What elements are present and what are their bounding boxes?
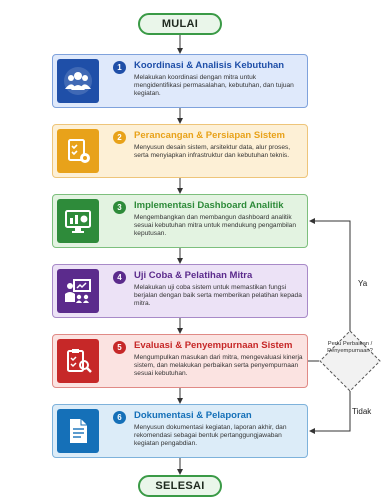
step-5-title: Evaluasi & Penyempurnaan Sistem xyxy=(134,340,293,351)
step-4-number: 4 xyxy=(113,271,126,284)
step-2-box: 2 Perancangan & Persiapan Sistem Menyusu… xyxy=(52,124,308,178)
decision-diamond xyxy=(319,330,381,392)
step-2-icon-tile xyxy=(57,129,99,173)
decision-no-label: Tidak xyxy=(352,407,372,416)
step-4-description: Melakukan uji coba sistem untuk memastik… xyxy=(134,284,302,308)
step-4-box: 4 Uji Coba & Pelatihan Mitra Melakukan u… xyxy=(52,264,308,318)
step-6-description: Menyusun dokumentasi kegiatan, laporan a… xyxy=(134,424,287,448)
step-1-number: 1 xyxy=(113,61,126,74)
start-terminal: MULAI xyxy=(138,13,222,35)
step-5-icon-tile xyxy=(57,339,99,383)
step-2-description: Menyusun desain sistem, arsitektur data,… xyxy=(134,144,291,160)
arrow-decision-no xyxy=(309,391,351,434)
end-terminal: SELESAI xyxy=(138,475,222,497)
step-1-title: Koordinasi & Analisis Kebutuhan xyxy=(134,60,285,71)
step-6-icon-tile xyxy=(57,409,99,453)
step-6-number: 6 xyxy=(113,411,126,424)
step-3-box: 3 Implementasi Dashboard Analitik Mengem… xyxy=(52,194,308,248)
step-2-title: Perancangan & Persiapan Sistem xyxy=(134,130,286,141)
step-1-box: 1 Koordinasi & Analisis Kebutuhan Melaku… xyxy=(52,54,308,108)
step-4-icon-tile xyxy=(57,269,99,313)
step-5-number: 5 xyxy=(113,341,126,354)
step-1-description: Melakukan koordinasi dengan mitra untuk … xyxy=(134,74,294,98)
step-6-title: Dokumentasi & Pelaporan xyxy=(134,410,252,421)
step-5-description: Mengumpulkan masukan dari mitra, mengeva… xyxy=(134,354,303,378)
arrow-decision-yes xyxy=(309,218,351,331)
step-4-title: Uji Coba & Pelatihan Mitra xyxy=(134,270,253,281)
presentation-training-icon xyxy=(65,279,91,303)
document-icon xyxy=(70,419,87,443)
decision-yes-label: Ya xyxy=(358,279,368,288)
step-5-box: 5 Evaluasi & Penyempurnaan Sistem Mengum… xyxy=(52,334,308,388)
step-2-number: 2 xyxy=(113,131,126,144)
step-3-description: Mengembangkan dan membangun dashboard an… xyxy=(134,214,297,238)
team-people-icon xyxy=(64,67,92,95)
step-6-box: 6 Dokumentasi & Pelaporan Menyusun dokum… xyxy=(52,404,308,458)
step-3-icon-tile xyxy=(57,199,99,243)
decision-question: Perlu Perbaikan / Penyempurnaan? xyxy=(327,341,373,354)
step-3-title: Implementasi Dashboard Analitik xyxy=(134,200,284,211)
step-1-icon-tile xyxy=(57,59,99,103)
clipboard-search-icon xyxy=(67,349,92,373)
dashboard-monitor-icon xyxy=(65,210,91,233)
checklist-gear-icon xyxy=(68,139,90,163)
step-3-number: 3 xyxy=(113,201,126,214)
